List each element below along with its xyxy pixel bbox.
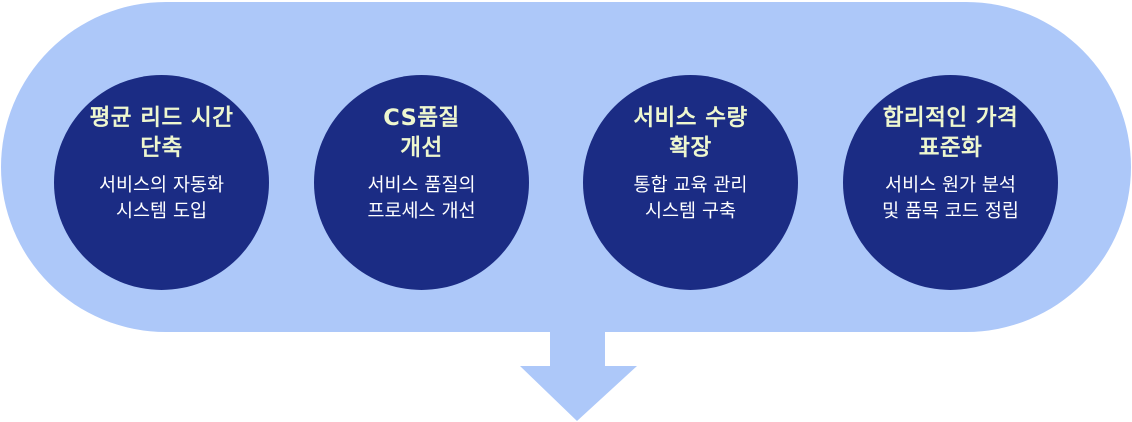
goal-circle-service-volume: 서비스 수량 확장 통합 교육 관리 시스템 구축 — [583, 75, 798, 290]
goal-title-line2: 단축 — [140, 135, 183, 161]
goal-desc-line1: 서비스 품질의 — [367, 175, 476, 196]
goal-desc-line1: 통합 교육 관리 — [633, 175, 748, 196]
goal-desc-line1: 서비스 원가 분석 — [885, 175, 1016, 196]
down-arrow-shape — [520, 330, 637, 421]
goal-title-line2: 확장 — [669, 135, 712, 161]
goal-title-line1: CS품질 — [383, 105, 460, 131]
goal-desc-line2: 및 품목 코드 정립 — [882, 201, 1019, 222]
goal-desc-line2: 시스템 도입 — [116, 201, 207, 222]
goal-desc-line1: 서비스의 자동화 — [98, 175, 225, 196]
goal-title-line2: 개선 — [400, 135, 443, 161]
goal-title-line1: 서비스 수량 — [633, 105, 748, 131]
goal-title-line1: 평균 리드 시간 — [89, 105, 234, 131]
goal-circle-price-standard: 합리적인 가격 표준화 서비스 원가 분석 및 품목 코드 정립 — [843, 75, 1058, 290]
goal-circle-cs-quality: CS품질 개선 서비스 품질의 프로세스 개선 — [314, 75, 529, 290]
goal-desc-line2: 프로세스 개선 — [367, 201, 476, 222]
goal-desc-line2: 시스템 구축 — [645, 201, 736, 222]
goal-title-line1: 합리적인 가격 — [882, 105, 1019, 131]
goal-title-line2: 표준화 — [918, 135, 983, 161]
goal-circle-lead-time: 평균 리드 시간 단축 서비스의 자동화 시스템 도입 — [54, 75, 269, 290]
